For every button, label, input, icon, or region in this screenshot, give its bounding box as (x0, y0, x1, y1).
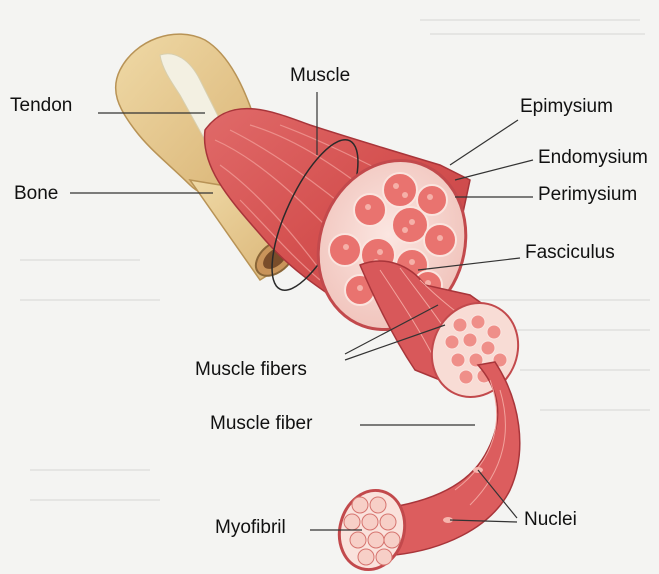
label-muscle-fiber: Muscle fiber (210, 414, 312, 433)
label-muscle-fibers: Muscle fibers (195, 360, 307, 379)
leader-endomysium (455, 160, 533, 180)
label-nuclei: Nuclei (524, 510, 577, 529)
label-epimysium: Epimysium (520, 97, 613, 116)
label-fasciculus: Fasciculus (525, 243, 615, 262)
label-perimysium: Perimysium (538, 185, 637, 204)
leader-epimysium (450, 120, 518, 165)
label-endomysium: Endomysium (538, 148, 648, 167)
label-tendon: Tendon (10, 96, 72, 115)
label-bone: Bone (14, 184, 58, 203)
label-myofibril: Myofibril (215, 518, 286, 537)
label-muscle: Muscle (290, 66, 350, 85)
